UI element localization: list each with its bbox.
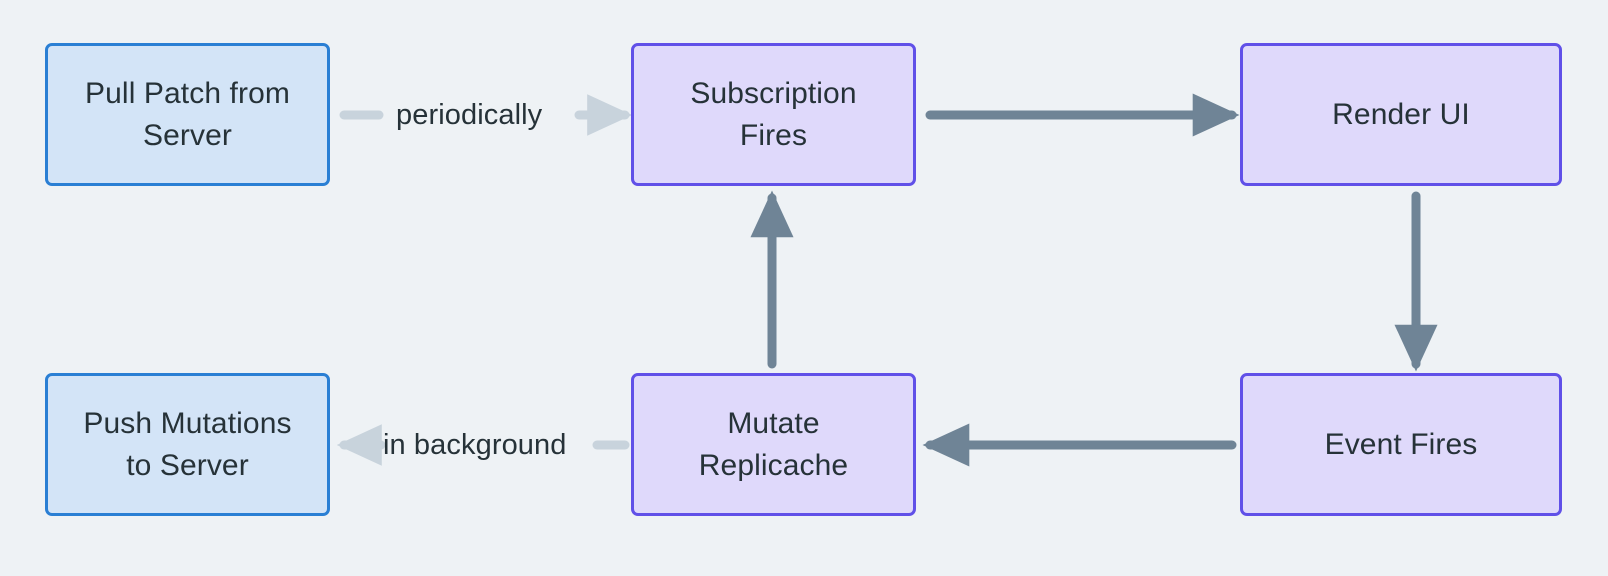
- node-label: Event Fires: [1324, 427, 1478, 461]
- node-push-mutations-to-server[interactable]: Push Mutations to Server: [45, 373, 330, 516]
- node-render-ui[interactable]: Render UI: [1240, 43, 1562, 186]
- node-label: Mutate Replicache: [698, 407, 849, 482]
- node-subscription-fires[interactable]: Subscription Fires: [631, 43, 916, 186]
- edge-label-in-background: in background: [383, 429, 567, 461]
- node-event-fires[interactable]: Event Fires: [1240, 373, 1562, 516]
- node-mutate-replicache[interactable]: Mutate Replicache: [631, 373, 916, 516]
- edge-label-periodically: periodically: [396, 99, 543, 131]
- node-label: Render UI: [1332, 97, 1470, 131]
- node-pull-patch-from-server[interactable]: Pull Patch from Server: [45, 43, 330, 186]
- node-label: Pull Patch from Server: [85, 77, 290, 152]
- node-label: Push Mutations to Server: [83, 407, 292, 482]
- node-label: Subscription Fires: [690, 77, 857, 152]
